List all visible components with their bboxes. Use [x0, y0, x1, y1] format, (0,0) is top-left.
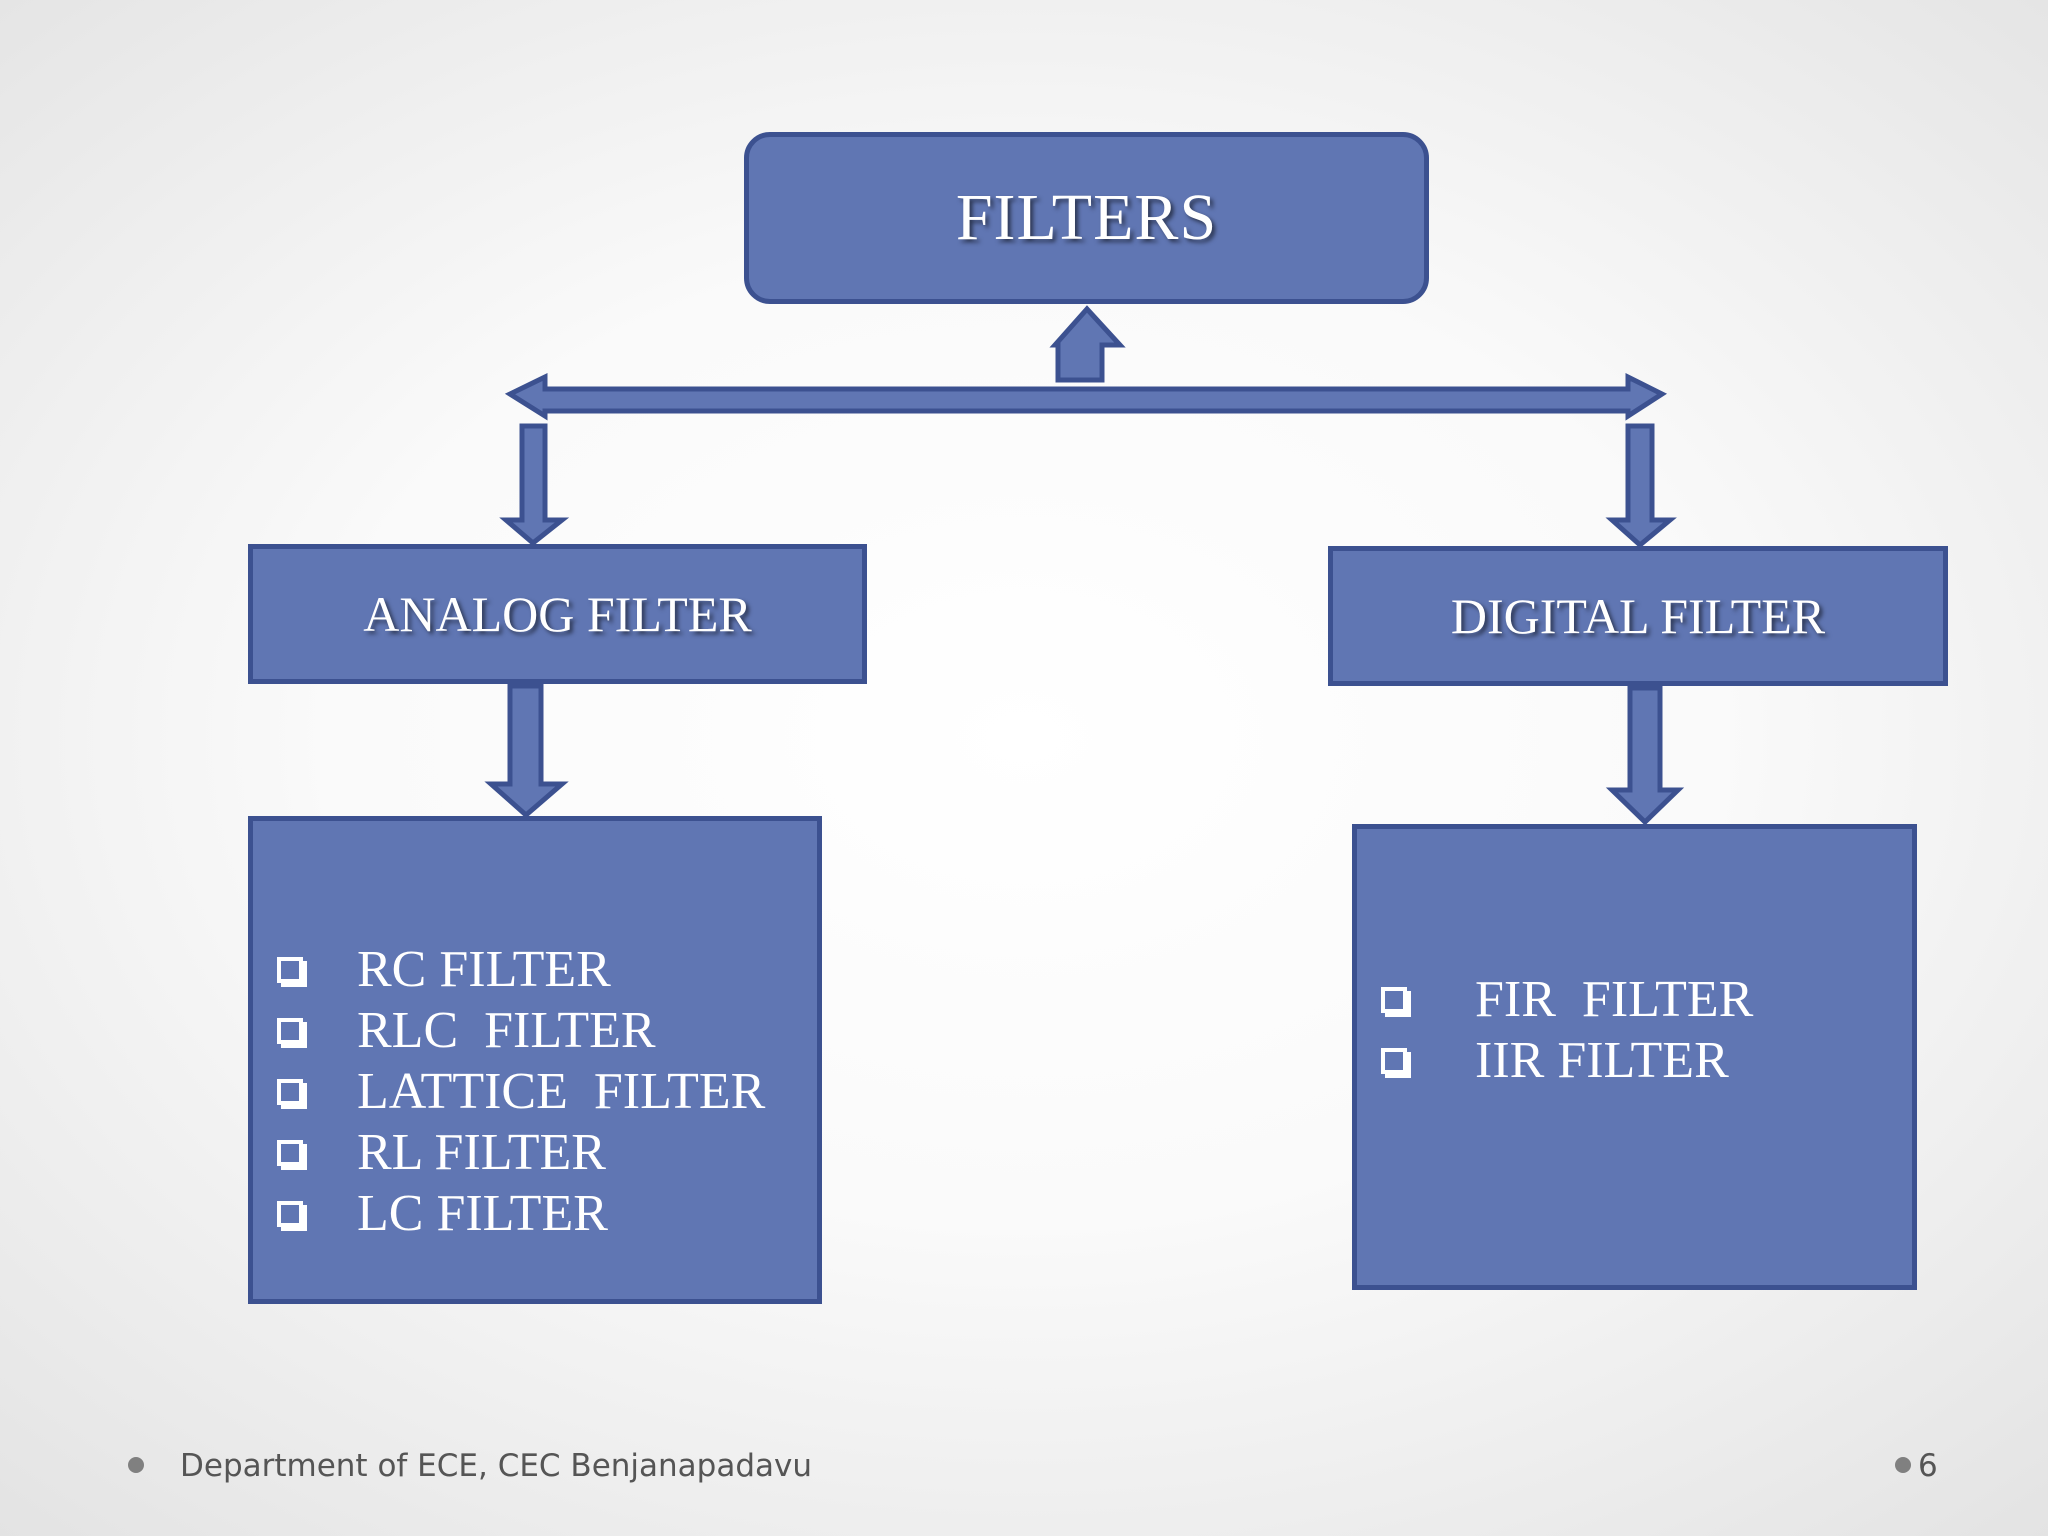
hollow-square-bullet-icon [1381, 1047, 1407, 1074]
horizontal-double-arrow [504, 372, 1668, 421]
list-item-text: FIR FILTER [1475, 971, 1754, 1028]
list-item-text: RL FILTER [357, 1124, 606, 1181]
analog-filter-types-box: RC FILTER RLC FILTER LATTICE FILTER RL F… [248, 816, 822, 1304]
list-item-text: RLC FILTER [357, 1002, 656, 1059]
hollow-square-bullet-icon [277, 1200, 303, 1227]
up-arrow-to-root [1049, 305, 1126, 383]
digital-filter-node: DIGITAL FILTER [1328, 546, 1948, 686]
digital-filter-types-box: FIR FILTER IIR FILTER [1352, 824, 1917, 1290]
analog-filter-types-list: RC FILTER RLC FILTER LATTICE FILTER RL F… [277, 939, 765, 1244]
root-node-label: FILTERS [955, 181, 1218, 254]
analog-filter-node: ANALOG FILTER [248, 544, 867, 684]
footer-department: Department of ECE, CEC Benjanapadavu [180, 1448, 813, 1484]
hollow-square-bullet-icon [277, 1139, 303, 1166]
digital-filter-label: DIGITAL FILTER [1450, 588, 1826, 644]
page-number: 6 [1918, 1448, 1938, 1484]
hollow-square-bullet-icon [277, 1078, 303, 1105]
list-item-text: IIR FILTER [1475, 1032, 1729, 1089]
down-arrow-to-analog-list [484, 683, 569, 819]
list-item-text: RC FILTER [357, 941, 611, 998]
hollow-square-bullet-icon [277, 1017, 303, 1044]
down-arrow-to-digital-list [1605, 685, 1685, 826]
list-item: RL FILTER [277, 1122, 765, 1183]
list-item: FIR FILTER [1381, 969, 1753, 1030]
digital-filter-types-list: FIR FILTER IIR FILTER [1381, 969, 1753, 1091]
analog-filter-label: ANALOG FILTER [363, 586, 752, 642]
down-arrow-to-analog [499, 423, 570, 547]
list-item: LATTICE FILTER [277, 1061, 765, 1122]
list-item-text: LATTICE FILTER [357, 1063, 766, 1120]
list-item-text: LC FILTER [357, 1185, 608, 1242]
footer-bullet-icon [128, 1457, 144, 1473]
list-item: RLC FILTER [277, 1000, 765, 1061]
hollow-square-bullet-icon [1381, 986, 1407, 1013]
list-item: LC FILTER [277, 1183, 765, 1244]
list-item: RC FILTER [277, 939, 765, 1000]
hollow-square-bullet-icon [277, 956, 303, 983]
page-number-bullet-icon [1895, 1457, 1911, 1473]
root-node-filters: FILTERS [744, 132, 1429, 304]
down-arrow-to-digital [1605, 423, 1677, 549]
list-item: IIR FILTER [1381, 1030, 1753, 1091]
